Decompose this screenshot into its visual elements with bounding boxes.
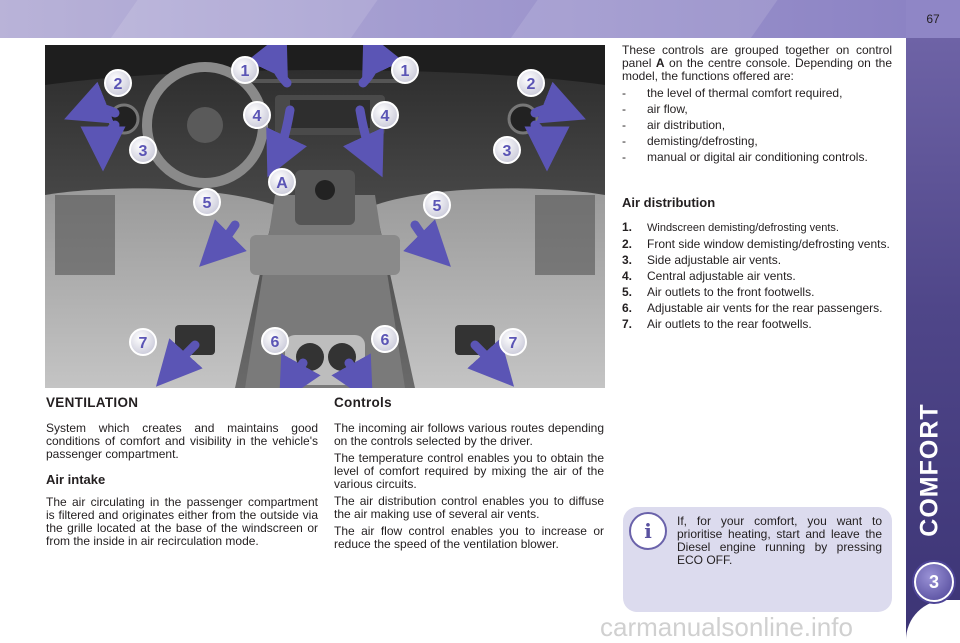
list-item: 2.Front side window demisting/defrosting… [622, 237, 890, 251]
callout-label: 5 [203, 195, 212, 212]
watermark: carmanualsonline.info [600, 612, 853, 642]
page-number-tab: 67 [906, 0, 960, 38]
list-item: 3.Side adjustable air vents. [622, 253, 782, 267]
callout-label: 4 [253, 108, 262, 125]
callout-2-right: 2 [517, 69, 545, 97]
info-text: If, for your comfort, you want to priori… [677, 514, 882, 567]
callout-6-left: 6 [261, 327, 289, 355]
ventilation-column: VENTILATION System which creates and mai… [46, 396, 318, 548]
list-item: -manual or digital air conditioning cont… [622, 150, 868, 164]
controls-paragraph: The air distribution control enables you… [334, 494, 604, 521]
controls-paragraph: The air flow control enables you to incr… [334, 524, 604, 551]
info-icon: i [629, 512, 667, 550]
callout-5-right: 5 [423, 191, 451, 219]
list-item: 4.Central adjustable air vents. [622, 269, 796, 283]
list-item: 1.Windscreen demisting/defrosting vents. [622, 220, 839, 235]
air-distribution-heading: Air distribution [622, 195, 716, 210]
panel-label: A [655, 56, 665, 70]
callout-label: 6 [271, 334, 280, 351]
callout-label: 7 [509, 335, 518, 352]
callout-7-left: 7 [129, 328, 157, 356]
functions-column: These controls are grouped together on c… [622, 44, 892, 334]
distribution-list: 1.Windscreen demisting/defrosting vents.… [622, 221, 892, 331]
ventilation-heading: VENTILATION [46, 395, 139, 410]
callout-4-right: 4 [371, 101, 399, 129]
page-number: 67 [926, 12, 940, 26]
callout-A: A [268, 168, 296, 196]
controls-paragraph: The temperature control enables you to o… [334, 451, 604, 491]
chapter-sidebar [906, 38, 960, 640]
list-item: 7.Air outlets to the rear footwells. [622, 317, 812, 331]
air-intake-heading: Air intake [46, 472, 106, 487]
controls-heading: Controls [334, 395, 392, 410]
controls-paragraph: The incoming air follows various routes … [334, 421, 604, 448]
list-item: 5.Air outlets to the front footwells. [622, 285, 815, 299]
callout-label: A [276, 175, 288, 192]
info-box [623, 507, 892, 612]
callout-label: 4 [381, 108, 390, 125]
list-item: -the level of thermal comfort required, [622, 86, 843, 100]
callout-label: 1 [241, 63, 250, 80]
callout-label: 7 [139, 335, 148, 352]
header-band [0, 0, 906, 38]
callout-label: 3 [139, 143, 148, 160]
callout-6-right: 6 [371, 325, 399, 353]
list-item: -demisting/defrosting, [622, 134, 758, 148]
callout-1-left: 1 [231, 56, 259, 84]
callout-4-left: 4 [243, 101, 271, 129]
callout-5-left: 5 [193, 188, 221, 216]
callout-label: 3 [503, 143, 512, 160]
functions-list: -the level of thermal comfort required, … [622, 87, 892, 164]
callout-label: 6 [381, 332, 390, 349]
ventilation-intro: System which creates and maintains good … [46, 421, 318, 461]
list-item: 6.Adjustable air vents for the rear pass… [622, 301, 883, 315]
car-interior-illustration: 1 1 2 2 3 3 4 4 A 5 5 6 6 7 7 [45, 45, 605, 388]
callout-label: 5 [433, 198, 442, 215]
callout-label: 1 [401, 63, 410, 80]
callout-3-left: 3 [129, 136, 157, 164]
callout-7-right: 7 [499, 328, 527, 356]
chapter-number: 3 [928, 571, 939, 592]
list-item: -air flow, [622, 102, 688, 116]
chapter-title: COMFORT [915, 403, 944, 537]
controls-column: Controls The incoming air follows variou… [334, 396, 604, 551]
callout-label: 2 [527, 76, 536, 93]
callout-1-right: 1 [391, 56, 419, 84]
callout-3-right: 3 [493, 136, 521, 164]
chapter-number-badge: 3 [914, 562, 954, 602]
callout-label: 2 [114, 76, 123, 93]
list-item: -air distribution, [622, 118, 726, 132]
air-intake-text: The air circulating in the passenger com… [46, 495, 318, 548]
controls-intro: These controls are grouped together on c… [622, 43, 892, 83]
figure-callouts: 1 1 2 2 3 3 4 4 A 5 5 6 6 7 7 [104, 56, 545, 356]
callout-2-left: 2 [104, 69, 132, 97]
